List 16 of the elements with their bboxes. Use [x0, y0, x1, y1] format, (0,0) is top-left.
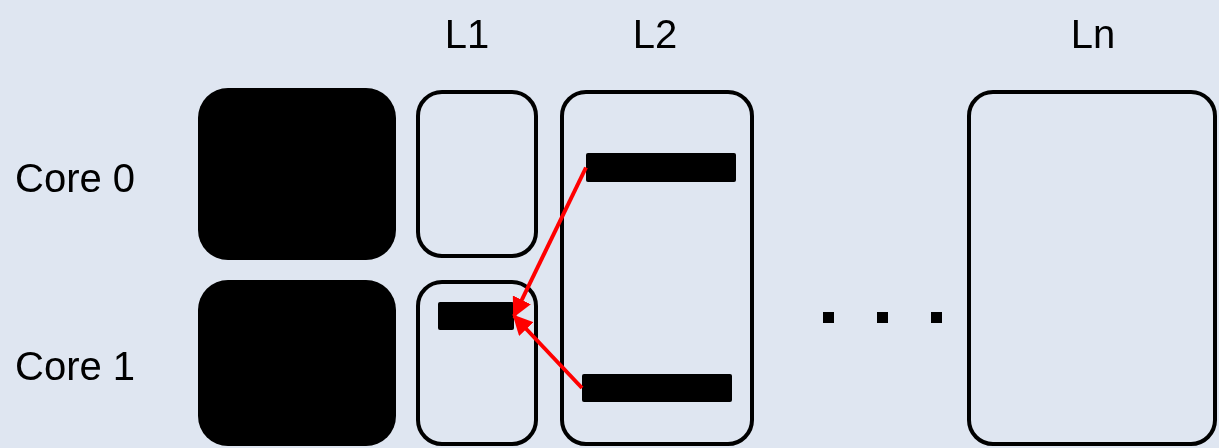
arrow — [512, 314, 584, 390]
core-label: Core 1 — [15, 346, 136, 386]
core-block — [198, 280, 396, 446]
cache-level-label: L1 — [444, 14, 490, 54]
cache-box — [416, 280, 538, 446]
core-block — [198, 88, 396, 260]
cache-box — [560, 90, 754, 446]
core-label: Core 0 — [15, 158, 136, 198]
cache-box — [967, 90, 1217, 446]
arrow — [512, 166, 588, 318]
cache-box — [416, 90, 538, 258]
cache-level-label: Ln — [1070, 14, 1116, 54]
cache-level-label: L2 — [632, 14, 678, 54]
cache-line-bar — [438, 302, 514, 330]
cache-line-bar — [586, 153, 736, 182]
cache-line-bar — [582, 374, 732, 402]
